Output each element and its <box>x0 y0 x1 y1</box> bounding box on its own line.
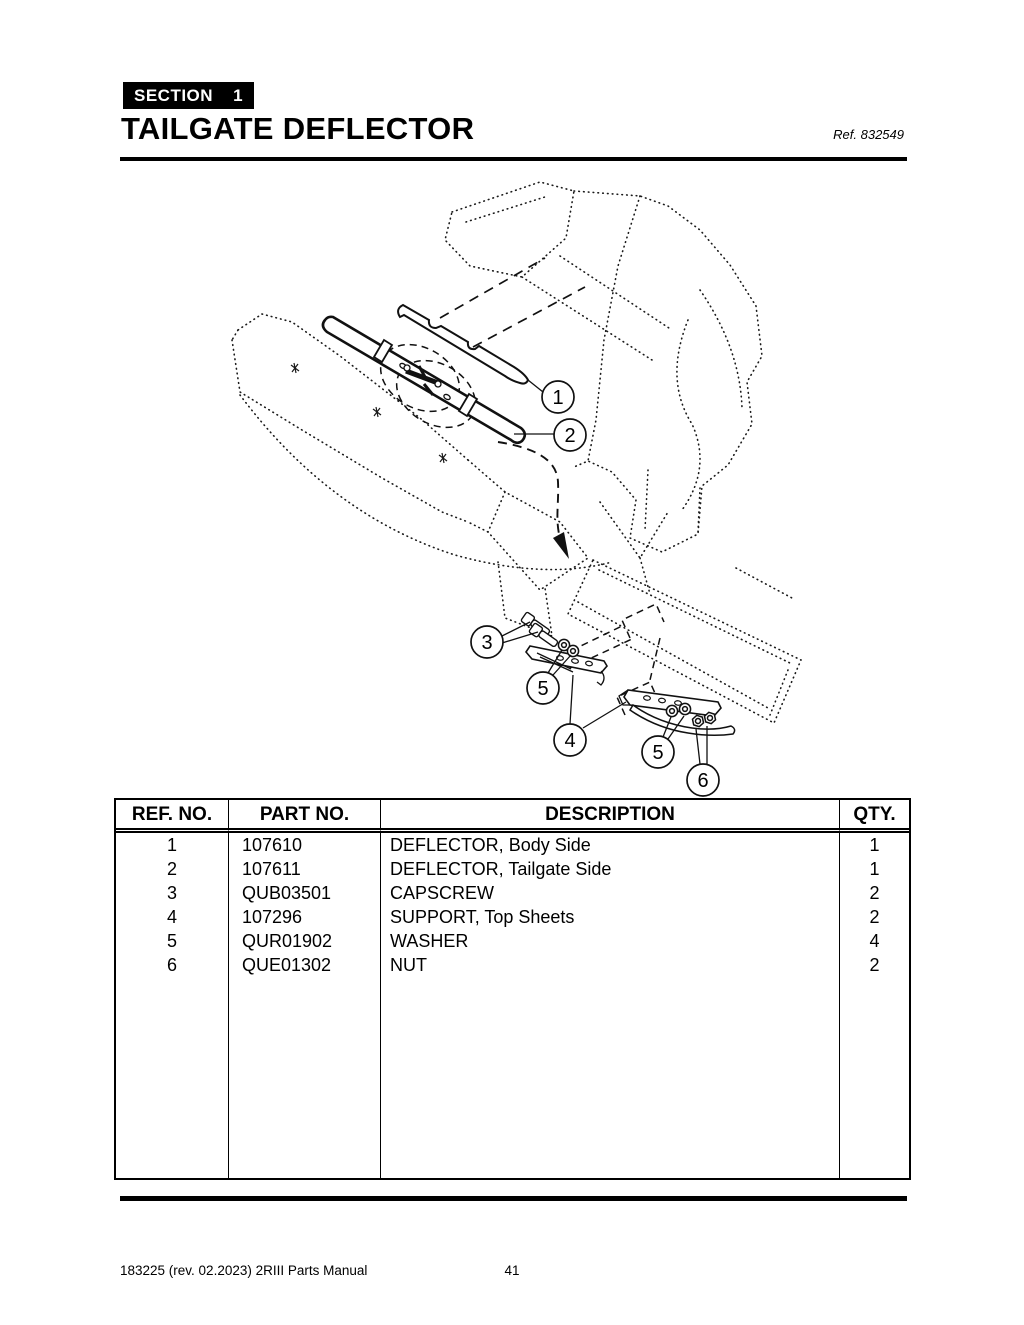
table-cell: DEFLECTOR, Body Side <box>381 833 840 857</box>
alignment-dashes <box>439 257 586 348</box>
table-cell: 4 <box>116 905 229 929</box>
capscrews <box>520 611 559 648</box>
header-divider <box>120 157 907 161</box>
washers-right <box>665 702 692 718</box>
table-cell: NUT <box>381 953 840 977</box>
table-cell: 2 <box>116 857 229 881</box>
table-cell: QUE01302 <box>229 953 381 977</box>
page-number: 41 <box>504 1263 520 1278</box>
nuts <box>691 711 717 728</box>
table-cell: 2 <box>869 883 880 903</box>
section-label: SECTION <box>134 85 214 105</box>
table-cell: 107296 <box>229 905 381 929</box>
table-cell: QUB03501 <box>229 881 381 905</box>
callout-5-right: 5 <box>641 735 675 769</box>
deflector-body-side <box>397 303 530 385</box>
svg-text:5: 5 <box>652 742 663 764</box>
callout-leaders <box>501 379 708 765</box>
table-cell: WASHER <box>381 929 840 953</box>
svg-text:1: 1 <box>552 387 563 409</box>
tailgate-sheet-ghost <box>566 558 803 725</box>
table-cell: 107611 <box>229 857 381 881</box>
support-bracket-right <box>618 689 736 737</box>
svg-text:5: 5 <box>537 678 548 700</box>
table-cell: 4 <box>869 931 880 951</box>
table-cell: 1 <box>116 833 229 857</box>
callout-5-left: 5 <box>526 671 560 705</box>
mounting-indicators <box>559 602 665 716</box>
column-header-qty: QTY. <box>840 800 909 833</box>
ref-number: Ref. 832549 <box>833 127 904 142</box>
table-cell: 3 <box>116 881 229 905</box>
table-cell: 1 <box>869 835 880 855</box>
parts-diagram-svg: 1 2 3 5 4 <box>231 181 803 797</box>
table-cell: 2 <box>869 907 880 927</box>
section-number: 1 <box>233 85 244 105</box>
table-cell: SUPPORT, Top Sheets <box>381 905 840 929</box>
table-filler <box>840 977 909 1178</box>
column-header-part-no: PART NO. <box>229 800 381 833</box>
callout-2: 2 <box>553 418 587 452</box>
callout-1: 1 <box>541 380 575 414</box>
table-cell: 1 <box>869 859 880 879</box>
machine-ghost-outline <box>231 181 763 638</box>
page-title: TAILGATE DEFLECTOR <box>121 111 475 146</box>
callout-4: 4 <box>553 723 587 757</box>
table-cell: 107610 <box>229 833 381 857</box>
footer-divider <box>120 1196 907 1201</box>
document-info: 183225 (rev. 02.2023) 2RIII Parts Manual <box>120 1263 368 1278</box>
svg-text:2: 2 <box>564 425 575 447</box>
callout-3: 3 <box>470 625 504 659</box>
parts-table: REF. NO. PART NO. DESCRIPTION QTY. 1 107… <box>114 798 911 1180</box>
table-filler <box>381 977 840 1178</box>
exploded-view-diagram: 1 2 3 5 4 <box>0 170 1024 800</box>
column-header-description: DESCRIPTION <box>381 800 840 833</box>
table-filler <box>229 977 381 1178</box>
callout-6: 6 <box>686 763 720 797</box>
svg-text:4: 4 <box>564 730 575 752</box>
table-cell: 6 <box>116 953 229 977</box>
table-cell: DEFLECTOR, Tailgate Side <box>381 857 840 881</box>
washers-left <box>557 638 580 658</box>
table-cell: CAPSCREW <box>381 881 840 905</box>
column-header-ref-no: REF. NO. <box>116 800 229 833</box>
table-cell: 2 <box>869 955 880 975</box>
reference-x-marks <box>290 362 448 464</box>
table-cell: QUR01902 <box>229 929 381 953</box>
flow-arrow <box>497 441 569 559</box>
table-cell: 5 <box>116 929 229 953</box>
svg-text:3: 3 <box>481 632 492 654</box>
section-banner: SECTION 1 <box>123 82 255 109</box>
center-hinge-fitting <box>403 364 442 396</box>
svg-text:6: 6 <box>697 770 708 792</box>
table-filler <box>116 977 229 1178</box>
